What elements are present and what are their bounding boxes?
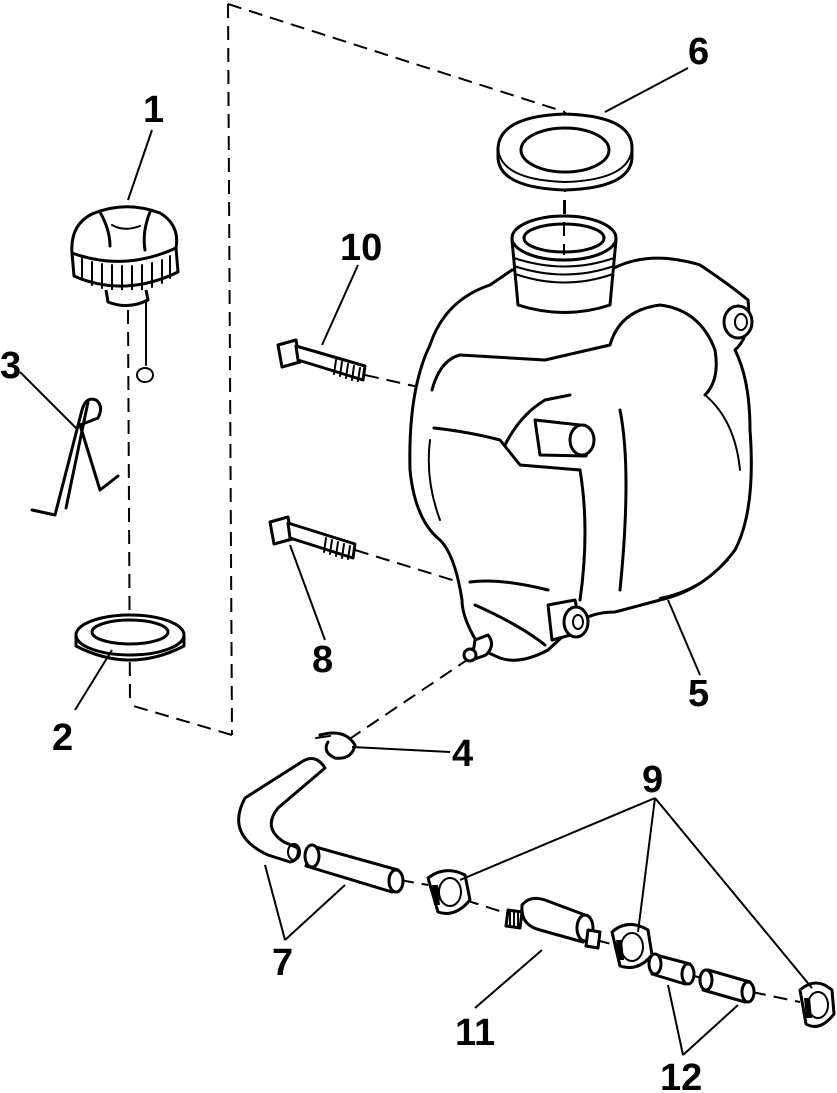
callout-labels: 1 2 3 4 5 6 7 8 9 10 11 12 (0, 31, 709, 1093)
callout-4: 4 (452, 733, 473, 775)
fuel-hose-part (237, 757, 405, 894)
clamp-three (798, 981, 836, 1028)
upper-bolt-part (276, 338, 367, 382)
callout-3: 3 (0, 345, 21, 387)
clamp-two (610, 923, 654, 970)
callout-11: 11 (455, 1012, 495, 1054)
callout-5: 5 (688, 673, 709, 715)
wire-clip-part (30, 397, 120, 517)
fuel-tank-part (408, 256, 754, 663)
hose-sleeve-set (647, 952, 756, 1004)
clamp-one (426, 869, 472, 915)
callout-9: 9 (642, 759, 663, 801)
callout-7: 7 (272, 942, 293, 984)
fuel-filter-part (504, 896, 602, 950)
washer-part (74, 613, 186, 662)
hose-clamp-part (315, 731, 357, 760)
sleeve-two (698, 968, 756, 1004)
callout-1: 1 (143, 89, 164, 131)
hose-clamp-set (426, 869, 836, 1028)
callout-2: 2 (52, 717, 73, 759)
callout-10: 10 (340, 227, 382, 269)
lower-bolt-part (268, 515, 357, 560)
callout-8: 8 (312, 639, 333, 681)
callout-12: 12 (660, 1057, 702, 1093)
callout-6: 6 (688, 31, 709, 73)
sleeve-one (647, 952, 696, 986)
fuel-cap-part (70, 205, 180, 383)
leader-lines (19, 67, 813, 1056)
tank-filler-neck (510, 200, 618, 314)
sealing-ring-part (496, 112, 634, 192)
